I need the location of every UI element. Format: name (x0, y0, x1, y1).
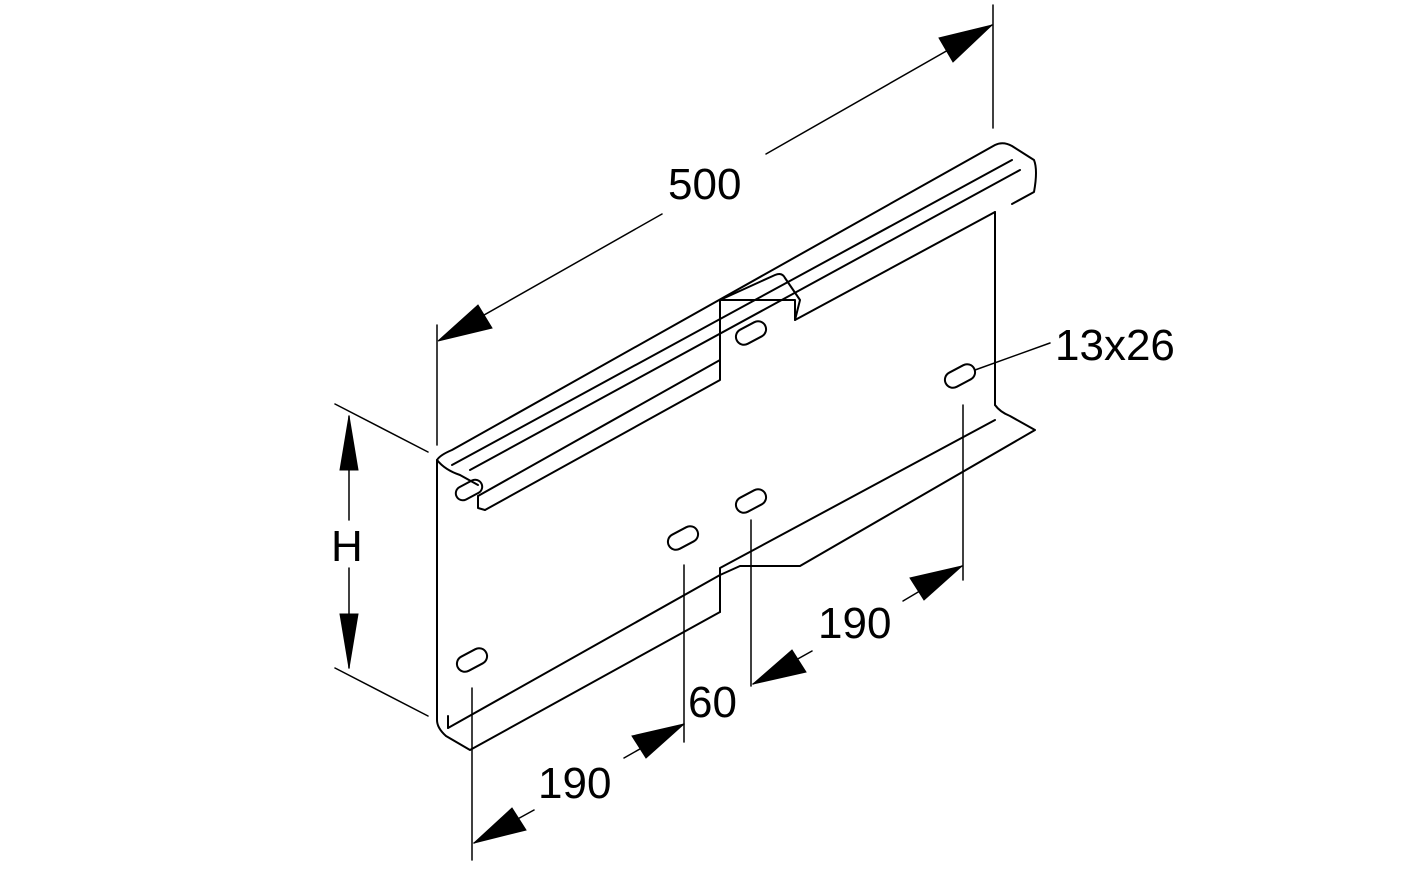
dimension-spacing-lower-right: 190 (752, 404, 964, 685)
dimension-height: H (331, 403, 429, 717)
dimension-length-label: 500 (668, 160, 741, 209)
dimension-arrow (909, 565, 963, 601)
dimension-arrow (752, 649, 807, 685)
slot-hole (454, 478, 484, 502)
dimension-arrow (938, 24, 994, 63)
slot-hole (734, 488, 768, 514)
slot-hole (734, 320, 768, 346)
slot-holes (454, 320, 977, 673)
dimension-spacing-center: 60 (688, 519, 752, 727)
dimension-spacing-lower-left-label: 190 (538, 759, 611, 808)
dimension-arrow (437, 304, 493, 342)
dimension-slot: 13x26 (974, 321, 1175, 371)
dimension-arrow (339, 415, 359, 471)
dimension-spacing-center-label: 60 (688, 678, 737, 727)
slot-hole (943, 363, 977, 389)
dimension-height-label: H (331, 522, 363, 571)
dimension-slot-label: 13x26 (1055, 321, 1175, 370)
dimension-spacing-lower-right-label: 190 (818, 599, 891, 648)
dimension-arrow (339, 613, 359, 669)
connector-plate (436, 142, 1037, 751)
dimension-length: 500 (436, 4, 994, 446)
slot-hole (455, 647, 489, 673)
dimension-arrow (473, 807, 527, 844)
dimension-spacing-lower-left: 190 (471, 564, 685, 861)
dimension-arrow (631, 723, 685, 759)
slot-hole (666, 525, 700, 551)
